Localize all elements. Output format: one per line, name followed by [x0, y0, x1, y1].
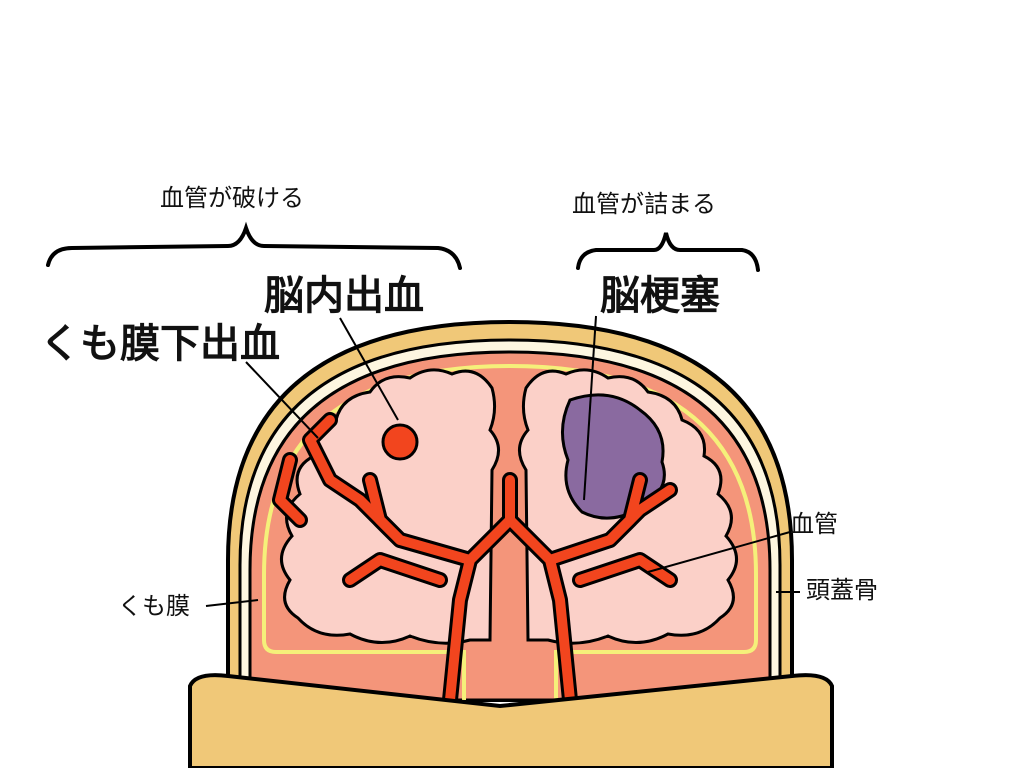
subarachnoid-hemorrhage-label: くも膜下出血: [40, 321, 280, 367]
hemorrhage-spot: [381, 423, 419, 461]
brace-right: [576, 232, 760, 272]
leader-intracerebral: [339, 317, 399, 421]
leader-vessel: [647, 531, 791, 573]
intracerebral-hemorrhage-label: 脳内出血: [264, 273, 424, 319]
skull-label: 頭蓋骨: [806, 576, 878, 604]
blockage-group-label: 血管が詰まる: [572, 190, 716, 218]
arachnoid-label: くも膜: [118, 592, 190, 620]
cerebral-infarction-label: 脳梗塞: [600, 273, 720, 319]
blood-vessel-tree-fill: [275, 415, 675, 705]
skull-base: [188, 673, 834, 768]
leader-infarct: [583, 315, 597, 501]
blood-vessel-label: 血管: [790, 510, 838, 538]
leader-arachnoid: [205, 599, 259, 607]
rupture-group-label: 血管が破ける: [160, 184, 304, 212]
brace-left: [46, 221, 462, 270]
leader-subarachnoid: [245, 361, 319, 439]
